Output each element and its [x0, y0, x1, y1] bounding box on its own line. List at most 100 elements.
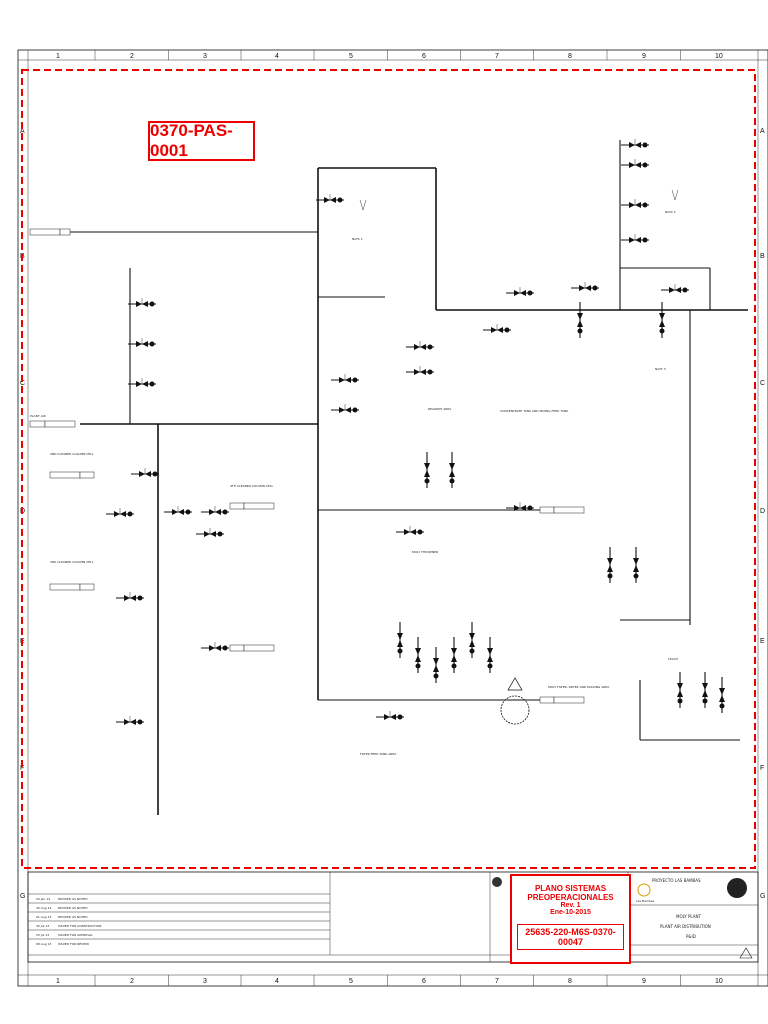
valve-h23 [396, 526, 424, 535]
valve-h10 [661, 284, 689, 293]
revision-description: ISSUED FOR APPROVAL [58, 933, 93, 937]
label-plant-air: PLANT AIR [30, 414, 46, 418]
valve-h26 [131, 468, 159, 477]
grid-row-C-right: C [760, 380, 765, 387]
valve-h2 [128, 338, 156, 347]
valve-assemblies [106, 139, 725, 725]
revision-description: REVISED AS NOTED [58, 906, 88, 910]
valve-h13 [406, 366, 434, 375]
company-logo-icon [727, 878, 747, 898]
label-natc3: NATC 3 [655, 367, 666, 371]
grid-row-F-left: F [20, 765, 24, 772]
revision-date: 08 Aug 13 [36, 942, 51, 946]
stamp-document-code: 25635-220-M6S-0370-00047 [517, 924, 624, 950]
drawing-title-3: P&ID [686, 934, 696, 939]
grid-col-2-bottom: 2 [130, 978, 134, 985]
valve-h4 [621, 139, 649, 148]
area-labels: NATC 1 NATC 2 NATC 3 MOLY THICKENER MOLY… [30, 210, 678, 756]
revision-table: 20 Jan 14 REVISED AS NOTED 30 Aug 14 REVISE… [28, 893, 330, 946]
valve-h8 [571, 282, 599, 291]
grid-col-2-top: 2 [130, 53, 134, 60]
revision-date: 30 Jul 13 [36, 924, 49, 928]
grid-col-6-top: 6 [422, 53, 426, 60]
grid-row-B-right: B [760, 253, 765, 260]
vvalve-v4 [659, 302, 665, 338]
grid-row-C-left: C [20, 380, 25, 387]
grid-col-1-top: 1 [56, 53, 60, 60]
label-moly-filter: MOLY FILTER, DRYER AND PACKING AREA [548, 685, 610, 689]
label-reagent: REAGENT AREA [428, 407, 452, 411]
main-piping [29, 140, 748, 815]
vvalve-v9 [451, 637, 457, 673]
valve-h14 [331, 374, 359, 383]
label-fourth-cleaner: 4TH CLEANER COLUMN CELL [230, 484, 273, 488]
grid-col-1-bottom: 1 [56, 978, 60, 985]
revision-date: 01 Aug 13 [36, 915, 51, 919]
revision-date: 25 Jul 13 [36, 933, 49, 937]
label-filter-feed: FILTER FEED TANK AREA [360, 752, 397, 756]
vvalve-v2 [607, 547, 613, 583]
grid-col-3-bottom: 3 [203, 978, 207, 985]
outer-frame [17, 49, 768, 987]
grid-col-8-top: 8 [568, 53, 572, 60]
valve-h3 [128, 378, 156, 387]
label-natc2: NATC 2 [665, 210, 676, 214]
valve-h5 [621, 159, 649, 168]
valve-h19 [116, 592, 144, 601]
grid-row-A-left: A [20, 128, 25, 135]
vvalve-v7 [415, 637, 421, 673]
grid-col-9-top: 9 [642, 53, 646, 60]
client-logo-icon [637, 883, 651, 897]
valve-h6 [621, 199, 649, 208]
label-conc-tank: CONCENTRATE TANK AND MIXING FEED TANK [500, 409, 569, 413]
grid-row-G-left: G [20, 893, 25, 900]
valve-h15 [331, 404, 359, 413]
grid-col-7-top: 7 [495, 53, 499, 60]
valve-h12 [406, 341, 434, 350]
valve-h24 [506, 502, 534, 511]
valve-h21 [116, 716, 144, 725]
valve-h17 [196, 528, 224, 537]
stamp-date: Ene-10-2015 [550, 909, 591, 916]
valve-h7 [621, 234, 649, 243]
preoperational-boundary [21, 69, 756, 869]
revision-description: REVISED AS NOTED [58, 897, 88, 901]
drawing-title-2: PLANT AIR DISTRIBUTION [660, 924, 711, 929]
revision-date: 30 Aug 14 [36, 906, 51, 910]
grid-col-9-bottom: 9 [642, 978, 646, 985]
valve-h0 [316, 194, 344, 203]
grid-col-4-bottom: 4 [275, 978, 279, 985]
drawing-tag-label: 0370-PAS-0001 [148, 121, 255, 161]
label-moly-thickener: MOLY THICKENER [412, 550, 438, 554]
tank-symbols [359, 189, 679, 725]
valve-h9 [506, 287, 534, 296]
vvalve-v12 [677, 672, 683, 708]
grid-col-3-top: 3 [203, 53, 207, 60]
destination-boxes [49, 471, 585, 704]
vvalve-v13 [702, 672, 708, 708]
seal-icon [492, 877, 502, 887]
vvalve-v11 [487, 637, 493, 673]
valve-h16 [106, 508, 134, 517]
stamp-title: PLANO SISTEMAS PREOPERACIONALES [527, 884, 614, 902]
client-logo-text: Las Bambas [636, 899, 655, 903]
vvalve-v8 [433, 647, 439, 683]
valve-h22 [376, 711, 404, 720]
valve-h11 [483, 324, 511, 333]
vvalve-v14 [719, 677, 725, 713]
drawing-title-1: MOLY PLANT [676, 914, 701, 919]
valve-h1 [128, 298, 156, 307]
revision-description: ISSUED FOR CONSTRUCTION [58, 924, 101, 928]
revision-description: REVISED AS NOTED [58, 915, 88, 919]
grid-col-10-bottom: 10 [715, 978, 723, 985]
revision-date: 20 Jan 14 [36, 897, 50, 901]
project-name: PROYECTO LAS BAMBAS [652, 878, 701, 883]
label-natc1: NATC 1 [352, 237, 363, 241]
warning-triangle-icon [739, 947, 753, 959]
label-third-cleaner: 3RD CLEANER COLUMN CELL [50, 560, 94, 564]
grid-col-7-bottom: 7 [495, 978, 499, 985]
label-leach: LEACH [668, 657, 678, 661]
grid-col-4-top: 4 [275, 53, 279, 60]
grid-row-F-right: F [760, 765, 764, 772]
